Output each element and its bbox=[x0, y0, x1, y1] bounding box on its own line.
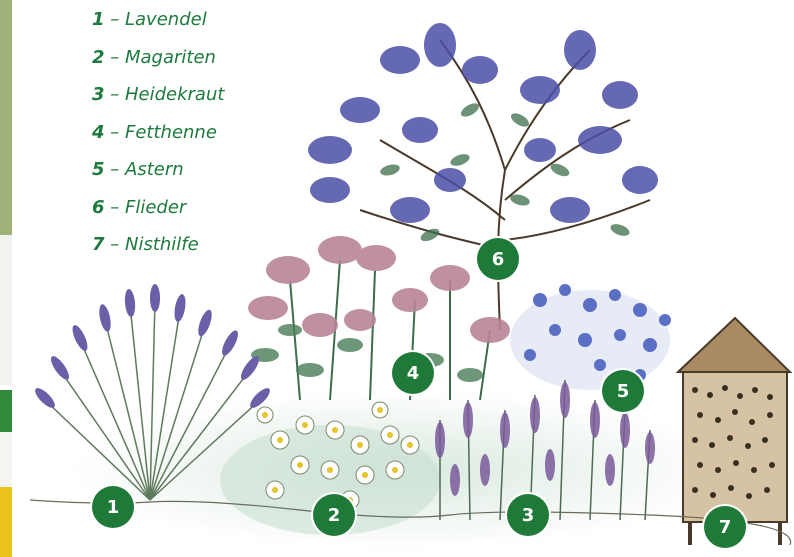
marker-2-margarites: 2 bbox=[313, 494, 355, 536]
sedum-plants bbox=[248, 236, 510, 400]
marker-5-asters: 5 bbox=[602, 370, 644, 412]
marker-7-insect-hotel: 7 bbox=[704, 506, 746, 548]
lilac-shrub bbox=[308, 23, 658, 330]
marker-6-lilac: 6 bbox=[477, 238, 519, 280]
marker-4-sedum: 4 bbox=[392, 352, 434, 394]
marker-3-heather: 3 bbox=[507, 494, 549, 536]
aster-plants bbox=[510, 284, 671, 390]
marker-1-lavender: 1 bbox=[92, 486, 134, 528]
